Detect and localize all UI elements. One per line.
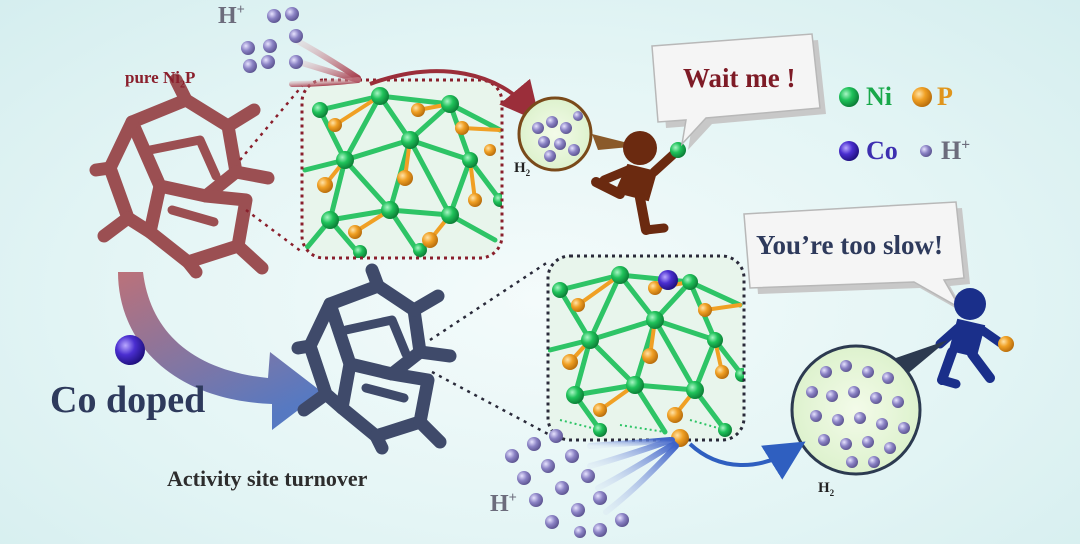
speech-bubble-slow: [651, 33, 826, 150]
ni-atoms-bottom: [552, 266, 744, 437]
p-atoms-top: [317, 103, 496, 248]
pure-ni2p-framework: [89, 73, 275, 279]
hplus-label-top: H+: [218, 2, 245, 29]
co-dopant-ball: [115, 335, 145, 365]
legend-h-swatch: [920, 145, 932, 157]
hplus-rays-bottom: [587, 437, 679, 515]
zoom-lines-bottom: [429, 260, 549, 436]
hplus-label-bottom: H+: [490, 490, 517, 517]
co-dopant-atom: [658, 270, 678, 290]
legend-atoms: [839, 87, 932, 161]
hplus-atoms-bottom: [505, 429, 629, 538]
lattice-inset-bottom: [546, 254, 746, 447]
h2-bubble-top: [517, 96, 640, 172]
h2-release-arrow-bottom: [688, 441, 806, 480]
legend-ni-label: Ni: [866, 82, 892, 111]
legend-co-label: Co: [866, 136, 898, 165]
lattice-inset-top: [300, 78, 504, 260]
co-doped-ni2p-framework: [291, 263, 457, 455]
h2-label-top: H2: [514, 160, 531, 178]
h2-bubble-bottom: [790, 340, 948, 476]
p-atom-held: [998, 336, 1014, 352]
p-atoms-bottom: [562, 281, 729, 423]
speech-text-fast: You’re too slow!: [756, 230, 943, 260]
legend-ni-swatch: [839, 87, 859, 107]
legend-co-swatch: [839, 141, 859, 161]
ni-atom-held: [670, 142, 686, 158]
legend-p-swatch: [912, 87, 932, 107]
co-doped-label: Co doped: [50, 379, 206, 421]
ni-atoms-top: [312, 87, 502, 258]
speech-bubble-fast: [743, 201, 970, 314]
activity-site-turnover-label: Activity site turnover: [167, 466, 368, 491]
pure-ni2p-label: pure Ni2P: [125, 68, 196, 91]
h2-label-bottom: H2: [818, 480, 835, 498]
doping-arrow: [118, 272, 322, 430]
legend-p-label: P: [937, 82, 953, 111]
hplus-atoms-top: [241, 7, 303, 73]
legend-h-label: H+: [941, 136, 971, 165]
h2-release-arrow-top: [369, 69, 541, 123]
zoom-lines-top: [239, 85, 303, 253]
slow-runner-figure: [591, 131, 681, 235]
speech-text-slow: Wait me !: [683, 63, 796, 93]
